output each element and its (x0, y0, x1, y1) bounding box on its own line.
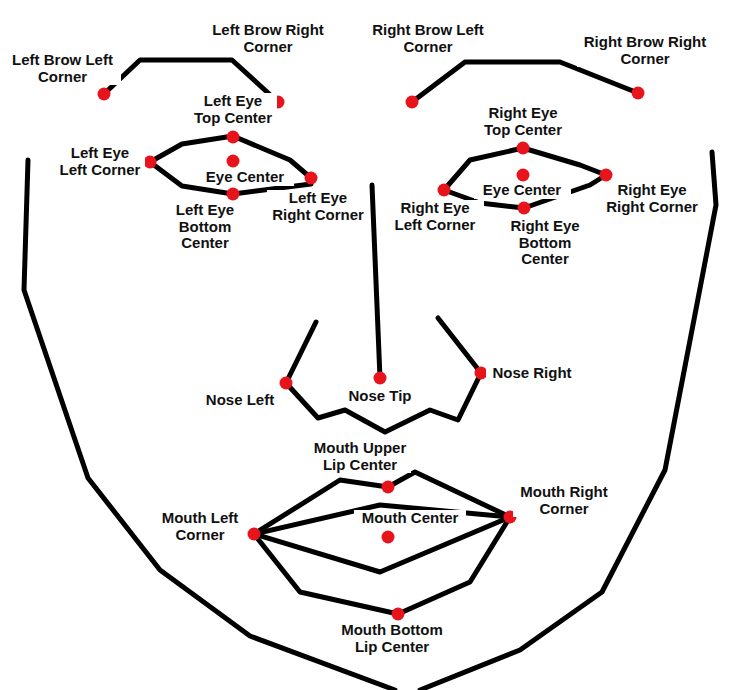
landmark-label: Nose Right (486, 365, 578, 382)
landmark-label: Left Eye Right Corner (267, 190, 369, 223)
landmark-dot (280, 377, 293, 390)
landmark-dot (632, 87, 645, 100)
landmark-dot (406, 96, 419, 109)
landmark-dot (517, 142, 530, 155)
landmark-dot (438, 184, 451, 197)
landmark-label: Left Eye Top Center (189, 93, 277, 126)
landmark-dot (227, 188, 240, 201)
landmark-label: Right Eye Top Center (477, 105, 569, 138)
landmark-dot (382, 531, 395, 544)
nose-line (286, 318, 481, 432)
landmark-label: Nose Tip (339, 388, 421, 405)
landmark-label: Nose Left (194, 392, 286, 409)
lip-line (254, 505, 510, 534)
landmark-dot (98, 88, 111, 101)
landmark-label: Right Eye Left Corner (386, 200, 484, 233)
landmark-label: Right Brow Right Corner (577, 34, 714, 67)
landmark-label: Right Eye Bottom Center (507, 218, 584, 268)
landmark-label: Right Eye Right Corner (600, 182, 704, 215)
landmark-label: Mouth Bottom Lip Center (335, 622, 449, 655)
landmark-label: Left Eye Left Corner (56, 145, 145, 178)
landmark-dot (227, 131, 240, 144)
landmark-label: Mouth Upper Lip Center (309, 440, 411, 473)
landmark-dot (392, 608, 405, 621)
landmark-label: Left Eye Bottom Center (168, 202, 242, 252)
face-outline (24, 160, 395, 690)
landmark-dot (227, 155, 240, 168)
landmark-label: Right Brow Left Corner (365, 22, 492, 55)
landmark-dot (382, 481, 395, 494)
landmark-label: Mouth Center (354, 510, 466, 527)
landmark-label: Mouth Left Corner (153, 510, 247, 543)
landmark-dot (518, 202, 531, 215)
landmark-label: Eye Center (474, 182, 571, 199)
landmark-label: Left Brow Right Corner (205, 22, 332, 55)
landmark-dot (248, 528, 261, 541)
brow-line (412, 62, 638, 102)
landmark-dot (517, 169, 530, 182)
landmark-label: Eye Center (197, 169, 294, 186)
landmark-dot (374, 372, 387, 385)
landmark-dot (305, 172, 318, 185)
lip-line (254, 517, 510, 614)
landmark-label: Left Brow Left Corner (4, 52, 121, 85)
landmark-dot (144, 156, 157, 169)
lip-line (254, 472, 510, 534)
landmark-label: Mouth Right Corner (513, 484, 615, 517)
nose-bridge (372, 185, 380, 378)
landmark-dot (600, 169, 613, 182)
